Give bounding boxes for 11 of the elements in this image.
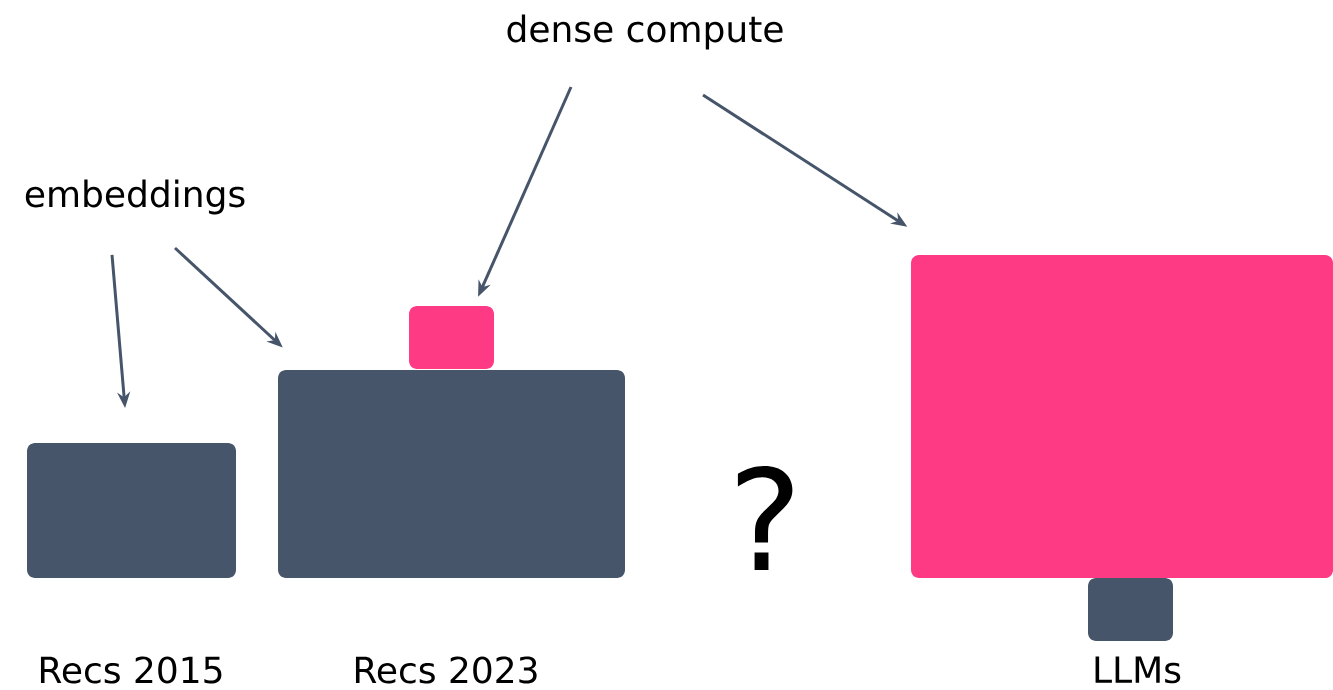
question-mark: ? [737,466,793,570]
text-label: Recs 2023 [355,656,537,684]
text-label: Recs 2015 [40,656,222,684]
block [911,255,1333,578]
block [1088,578,1173,641]
block [27,443,236,578]
text-label: dense compute [507,14,783,50]
block [278,370,625,578]
text-label: LLMs [1095,656,1181,684]
block [409,306,494,369]
text-label: embeddings [25,179,245,215]
